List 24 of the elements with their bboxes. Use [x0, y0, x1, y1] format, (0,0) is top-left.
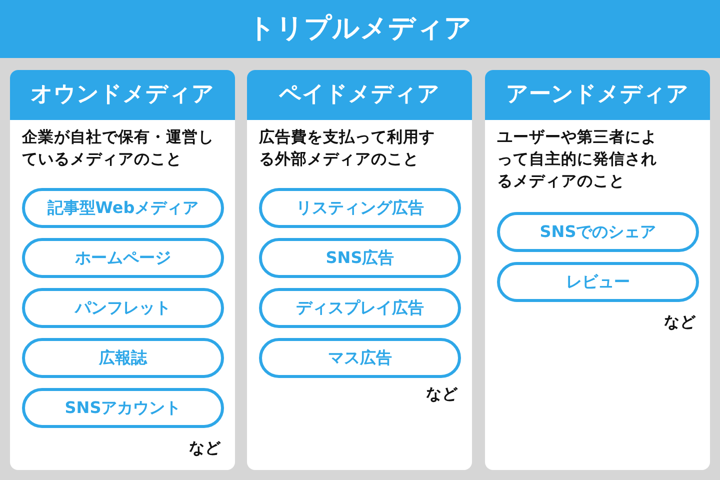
media-pill: レビュー [497, 262, 699, 302]
media-pill: SNS広告 [259, 238, 461, 278]
etc-text: など [426, 384, 458, 405]
media-pill: リスティング広告 [259, 188, 461, 228]
title-banner: トリプルメディア [0, 0, 720, 58]
panel-header: オウンドメディア [10, 70, 235, 120]
description-text: 広告費を支払って利用する外部メディアのこと [259, 127, 436, 170]
description-text: ユーザーや第三者によって自主的に発信されるメディアのこと [497, 127, 658, 192]
panel-header: アーンドメディア [485, 70, 710, 120]
media-pill: 記事型Webメディア [22, 188, 224, 228]
description-text: 企業が自社で保有・運営しているメディアのこと [22, 127, 215, 170]
media-pill: ディスプレイ広告 [259, 288, 461, 328]
etc-text: など [664, 312, 696, 333]
media-pill: パンフレット [22, 288, 224, 328]
media-pill: マス広告 [259, 338, 461, 378]
media-pill: SNSアカウント [22, 388, 224, 428]
media-panel [247, 70, 472, 470]
media-panel [10, 70, 235, 470]
media-panel [485, 70, 710, 470]
etc-text: など [189, 438, 221, 459]
media-pill: ホームページ [22, 238, 224, 278]
media-pill: SNSでのシェア [497, 212, 699, 252]
panel-header: ペイドメディア [247, 70, 472, 120]
media-pill: 広報誌 [22, 338, 224, 378]
